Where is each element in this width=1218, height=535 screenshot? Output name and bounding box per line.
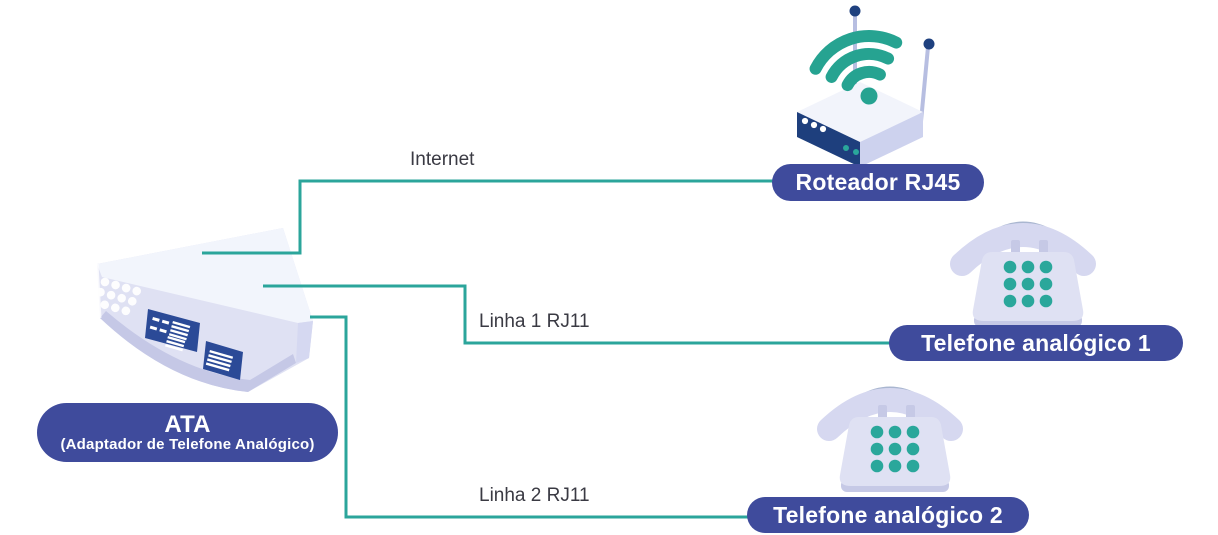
internet-label: Internet bbox=[410, 149, 475, 170]
router-label: Roteador RJ45 bbox=[772, 164, 984, 201]
internet-wire bbox=[202, 179, 775, 255]
ata-subtitle: (Adaptador de Telefone Analógico) bbox=[60, 436, 315, 454]
wifi-icon bbox=[809, 30, 903, 105]
line2-label: Linha 2 RJ11 bbox=[479, 485, 590, 506]
phone-icon-2 bbox=[817, 386, 963, 492]
phone-handset bbox=[817, 388, 963, 441]
router-leds bbox=[801, 117, 859, 155]
phone1-label: Telefone analógico 1 bbox=[889, 325, 1183, 361]
line1-label: Linha 1 RJ11 bbox=[479, 311, 590, 332]
phone2-label: Telefone analógico 2 bbox=[747, 497, 1029, 533]
router-icon bbox=[797, 5, 935, 167]
ata-port-panel-2 bbox=[203, 341, 243, 380]
phone-keypad bbox=[1003, 260, 1053, 308]
line1-wire bbox=[263, 284, 892, 345]
phone-keypad bbox=[870, 425, 920, 473]
ata-vent-holes bbox=[96, 277, 142, 316]
phone-icon-1 bbox=[950, 221, 1096, 327]
ata-title: ATA bbox=[164, 411, 211, 439]
ata-port-panel-1 bbox=[145, 309, 200, 352]
line2-wire bbox=[310, 315, 750, 519]
ata-label: ATA (Adaptador de Telefone Analógico) bbox=[37, 403, 338, 462]
phone-handset bbox=[950, 223, 1096, 276]
